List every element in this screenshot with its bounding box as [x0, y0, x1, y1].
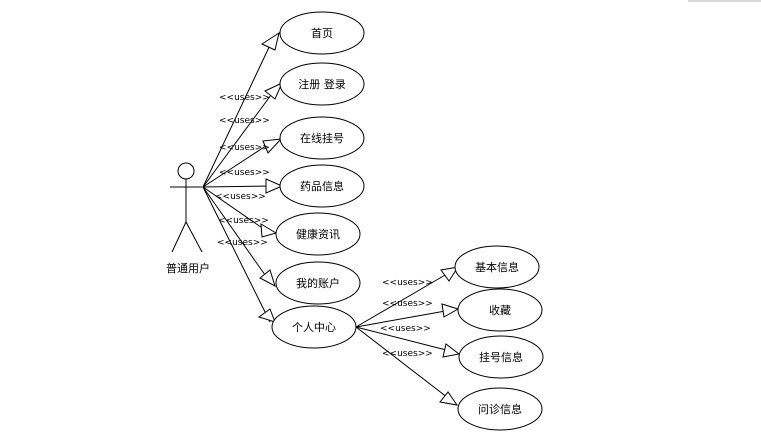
actor-associations: [202, 40, 275, 323]
use-case-label: 健康资讯: [296, 227, 340, 241]
use-case-health-info[interactable]: 健康资讯: [275, 212, 361, 256]
arrowhead-registration-info: [442, 343, 461, 358]
assoc-home: [202, 40, 273, 188]
arrowhead-home: [260, 31, 280, 51]
use-case-consultation-info[interactable]: 问诊信息: [457, 387, 543, 431]
use-case-favorites[interactable]: 收藏: [457, 288, 543, 332]
arrowhead-drug-info: [265, 178, 284, 194]
arrowhead-basic-info: [440, 266, 460, 282]
uses-label: <<uses>>: [218, 216, 269, 226]
assoc-register: [202, 90, 275, 188]
assoc-online-registration: [202, 141, 273, 188]
actor-arrowheads: [257, 31, 284, 323]
assoc-favorites: [355, 309, 452, 328]
arrowhead-my-account: [259, 269, 276, 288]
use-case-label: 收藏: [489, 303, 511, 317]
actor-head: [177, 162, 195, 180]
arrowhead-online-registration: [262, 138, 283, 154]
use-case-label: 挂号信息: [479, 350, 523, 364]
assoc-basic-info: [355, 270, 453, 328]
center-arrowheads: [439, 266, 461, 406]
assoc-health-info: [202, 186, 269, 233]
center-associations: [355, 270, 455, 402]
assoc-my-account: [202, 186, 271, 283]
use-case-register-login[interactable]: 注册 登录: [279, 62, 365, 106]
uses-label: <<uses>>: [219, 143, 270, 153]
use-case-label: 首页: [311, 26, 333, 40]
use-case-label: 问诊信息: [478, 402, 522, 416]
uses-label: <<uses>>: [215, 192, 266, 202]
uses-label: <<uses>>: [219, 116, 270, 126]
actor-label: 普通用户: [166, 261, 210, 275]
actor-right-leg: [185, 221, 203, 253]
actor[interactable]: 普通用户: [166, 162, 210, 275]
assoc-registration-info: [355, 326, 455, 353]
use-case-home[interactable]: 首页: [279, 11, 365, 55]
use-case-basic-info[interactable]: 基本信息: [454, 245, 540, 289]
use-case-online-registration[interactable]: 在线挂号: [279, 116, 365, 160]
actor-uses-labels: <<uses>> <<uses>> <<uses>> <<uses>> <<us…: [215, 93, 270, 248]
use-case-personal-center[interactable]: 个人中心: [271, 305, 357, 349]
center-uses-labels: <<uses>> <<uses>> <<uses>> <<uses>>: [380, 278, 433, 359]
uses-label: <<uses>>: [382, 299, 433, 309]
arrowhead-consultation-info: [439, 391, 459, 406]
actor-left-leg: [171, 221, 187, 253]
use-case-my-account[interactable]: 我的账户: [275, 261, 361, 305]
arrowhead-personal-center: [257, 308, 276, 323]
top-right-border: [688, 0, 761, 2]
assoc-personal-center: [202, 186, 271, 323]
arrowhead-register: [264, 81, 283, 100]
assoc-drug-info: [202, 185, 275, 188]
uses-label: <<uses>>: [219, 168, 270, 178]
use-case-label: 在线挂号: [300, 131, 344, 145]
use-case-drug-info[interactable]: 药品信息: [279, 164, 365, 208]
uses-label: <<uses>>: [217, 238, 268, 248]
uses-label: <<uses>>: [380, 324, 431, 334]
uses-label: <<uses>>: [382, 349, 433, 359]
arrowhead-favorites: [441, 303, 460, 318]
use-case-label: 个人中心: [292, 321, 336, 334]
uses-label: <<uses>>: [219, 93, 270, 103]
arrowhead-health-info: [260, 223, 278, 238]
uses-label: <<uses>>: [382, 278, 433, 288]
use-case-label: 我的账户: [296, 276, 340, 290]
use-case-label: 注册 登录: [298, 77, 346, 91]
use-case-label: 基本信息: [475, 260, 519, 274]
use-case-label: 药品信息: [300, 179, 344, 193]
assoc-consultation-info: [355, 326, 453, 402]
use-case-registration-info[interactable]: 挂号信息: [458, 335, 544, 379]
